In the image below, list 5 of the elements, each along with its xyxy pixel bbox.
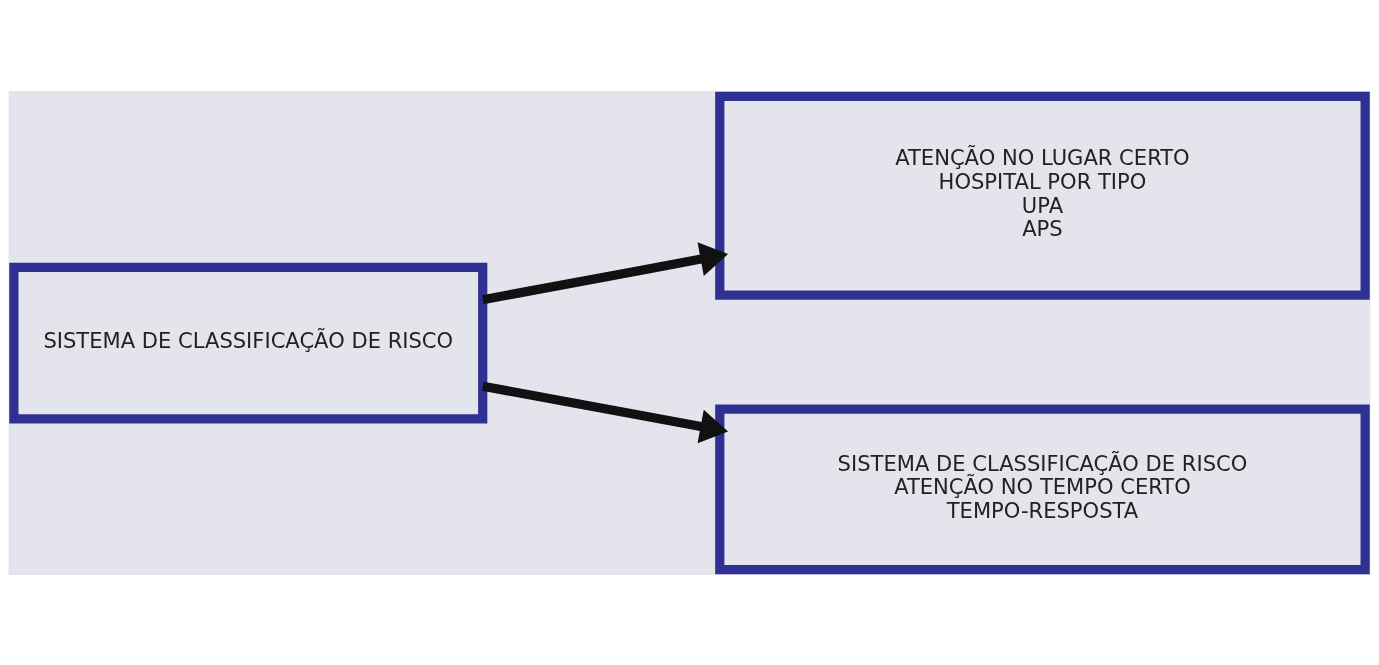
arrow xyxy=(481,241,729,304)
node-box: SISTEMA DE CLASSIFICAÇÃO DE RISCO xyxy=(9,262,488,424)
node-box: ATENÇÃO NO LUGAR CERTO HOSPITAL POR TIPO UPA APS xyxy=(715,91,1370,300)
arrow xyxy=(482,381,729,443)
node-box: SISTEMA DE CLASSIFICAÇÃO DE RISCO ATENÇÃO NO TEMPO CERTO TEMPO-RESPOSTA xyxy=(715,403,1370,574)
